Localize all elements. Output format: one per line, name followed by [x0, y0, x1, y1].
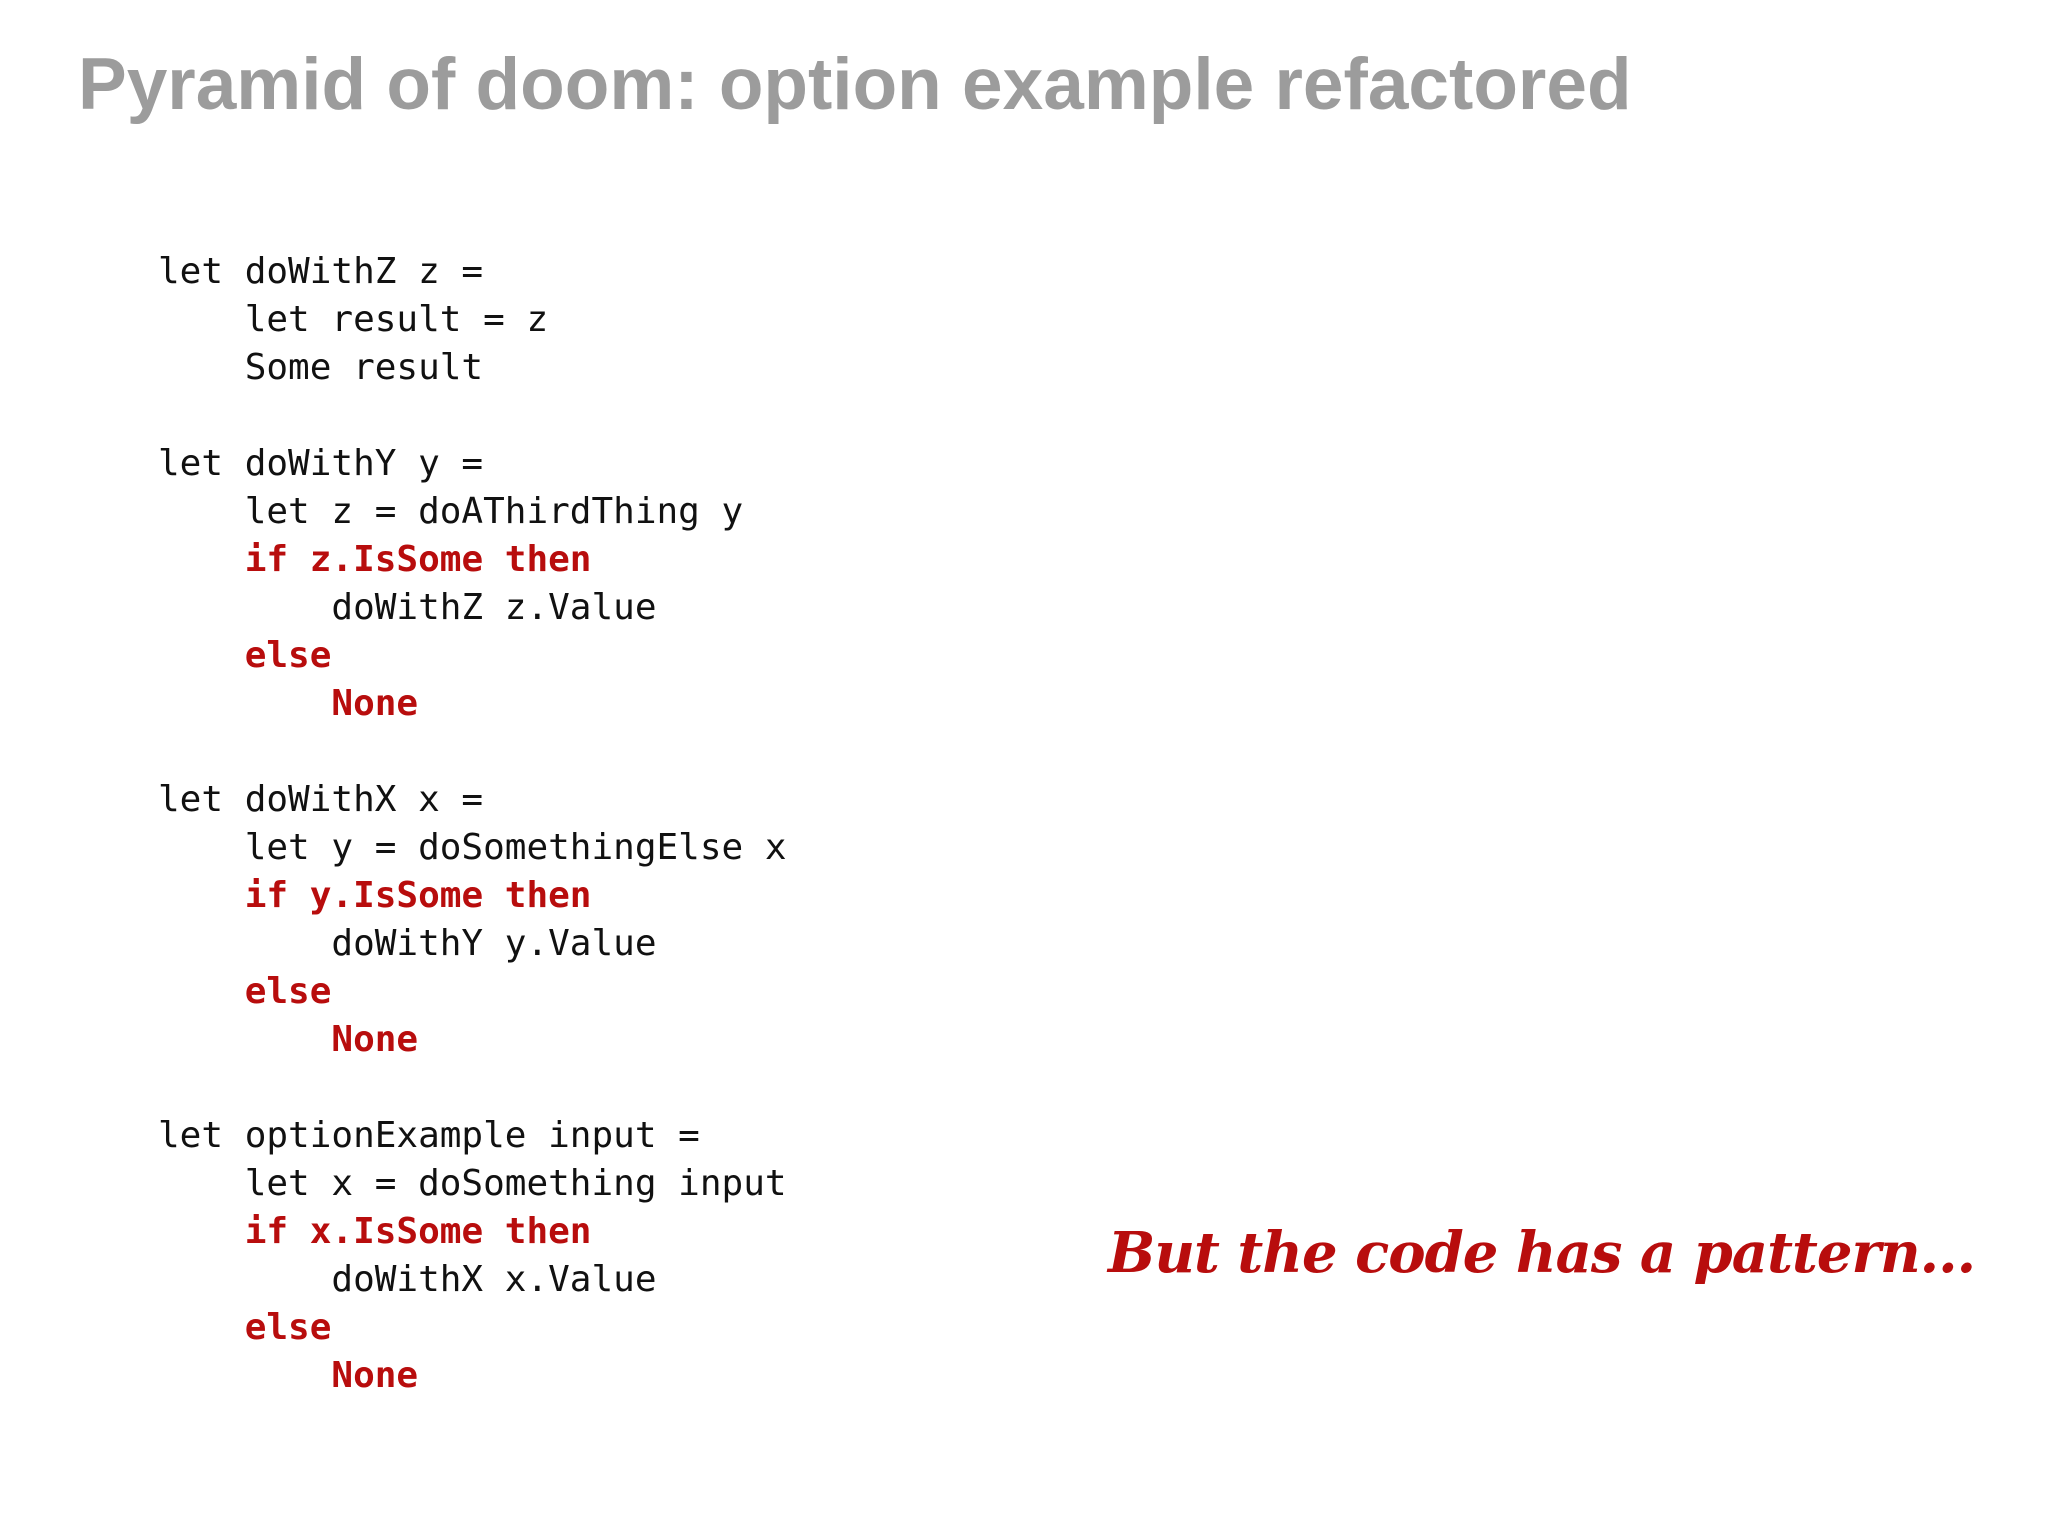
- code-keyword: None: [331, 1019, 419, 1060]
- code-block: let doWithZ z = let result = z Some resu…: [158, 248, 787, 1400]
- code-text: [158, 1211, 245, 1252]
- code-text: [158, 1019, 331, 1060]
- code-text: [158, 1355, 331, 1396]
- code-line: doWithX x.Value: [158, 1256, 787, 1304]
- code-line: let doWithZ z =: [158, 248, 787, 296]
- code-line: None: [158, 680, 787, 728]
- code-text: [158, 971, 245, 1012]
- code-line: let x = doSomething input: [158, 1160, 787, 1208]
- code-line: None: [158, 1016, 787, 1064]
- code-text: let z = doAThirdThing y: [158, 491, 744, 532]
- code-keyword: else: [244, 971, 332, 1012]
- code-line: let doWithX x =: [158, 776, 787, 824]
- code-line: let y = doSomethingElse x: [158, 824, 787, 872]
- code-text: [158, 635, 245, 676]
- code-text: doWithX x.Value: [158, 1259, 657, 1300]
- code-line: None: [158, 1352, 787, 1400]
- code-keyword: else: [244, 635, 332, 676]
- code-text: [158, 683, 331, 724]
- code-line: if x.IsSome then: [158, 1208, 787, 1256]
- code-keyword: else: [244, 1307, 332, 1348]
- code-line: [158, 392, 787, 440]
- code-text: let result = z: [158, 299, 549, 340]
- code-text: doWithY y.Value: [158, 923, 657, 964]
- code-line: else: [158, 1304, 787, 1352]
- code-keyword: if x.IsSome then: [244, 1211, 592, 1252]
- code-keyword: if y.IsSome then: [244, 875, 592, 916]
- code-text: doWithZ z.Value: [158, 587, 657, 628]
- code-line: else: [158, 632, 787, 680]
- code-keyword: None: [331, 1355, 419, 1396]
- code-line: Some result: [158, 344, 787, 392]
- code-text: let doWithZ z =: [158, 251, 484, 292]
- code-line: if y.IsSome then: [158, 872, 787, 920]
- code-text: let optionExample input =: [158, 1115, 700, 1156]
- code-line: [158, 1064, 787, 1112]
- slide-title: Pyramid of doom: option example refactor…: [78, 44, 1632, 125]
- code-keyword: if z.IsSome then: [244, 539, 592, 580]
- code-line: doWithZ z.Value: [158, 584, 787, 632]
- code-keyword: None: [331, 683, 419, 724]
- code-line: doWithY y.Value: [158, 920, 787, 968]
- handwritten-annotation: But the code has a pattern...: [1108, 1220, 1976, 1286]
- code-line: [158, 728, 787, 776]
- code-text: [158, 1307, 245, 1348]
- code-line: else: [158, 968, 787, 1016]
- code-text: Some result: [158, 347, 484, 388]
- code-line: let optionExample input =: [158, 1112, 787, 1160]
- code-text: let doWithX x =: [158, 779, 484, 820]
- code-text: [158, 539, 245, 580]
- code-line: let doWithY y =: [158, 440, 787, 488]
- code-text: let x = doSomething input: [158, 1163, 787, 1204]
- code-line: let result = z: [158, 296, 787, 344]
- code-line: if z.IsSome then: [158, 536, 787, 584]
- code-text: let doWithY y =: [158, 443, 484, 484]
- code-text: let y = doSomethingElse x: [158, 827, 787, 868]
- code-text: [158, 875, 245, 916]
- code-line: let z = doAThirdThing y: [158, 488, 787, 536]
